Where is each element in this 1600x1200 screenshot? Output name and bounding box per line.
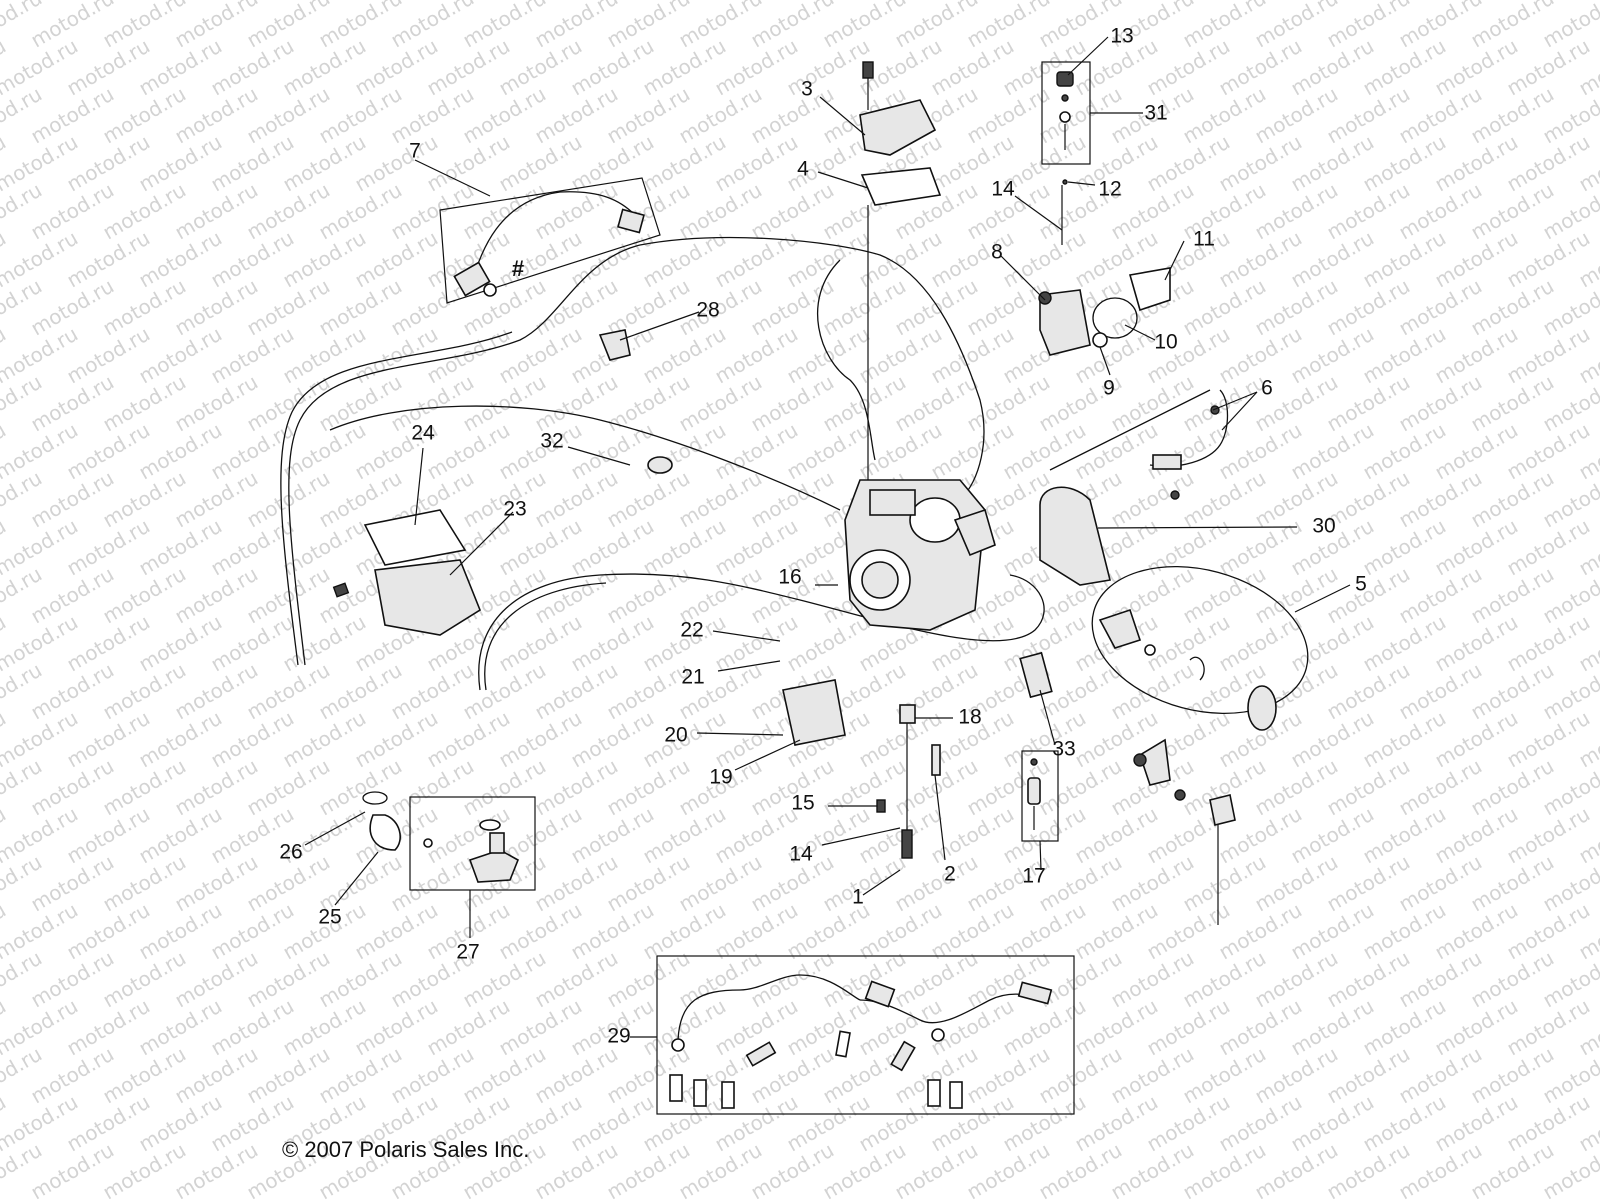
- float-bowl: [332, 509, 481, 636]
- small-parts: [362, 329, 1053, 859]
- inset-box-7: #: [439, 177, 661, 304]
- callout-18: 18: [958, 706, 981, 729]
- callout-17: 17: [1022, 865, 1045, 888]
- callout-10: 10: [1154, 331, 1177, 354]
- watermark-text: motod.ru: [1575, 0, 1600, 4]
- inset-box-27: [409, 796, 536, 891]
- callout-29: 29: [607, 1025, 630, 1048]
- throttle-shaft-assembly: [1091, 565, 1309, 731]
- callout-22: 22: [680, 619, 703, 642]
- hash-mark: #: [512, 256, 524, 281]
- throttle-linkage: [1133, 738, 1236, 925]
- callout-32: 32: [540, 430, 563, 453]
- callout-8: 8: [991, 241, 1003, 264]
- callout-25: 25: [318, 906, 341, 929]
- callout-7: 7: [409, 140, 421, 163]
- callout-15: 15: [791, 792, 814, 815]
- callout-31: 31: [1144, 102, 1167, 125]
- vent-hoses: [280, 236, 1211, 691]
- throttle-position-sensor: [1039, 389, 1229, 586]
- callout-21: 21: [681, 666, 704, 689]
- copyright-notice: © 2007 Polaris Sales Inc.: [282, 1137, 530, 1162]
- callout-13: 13: [1110, 25, 1133, 48]
- callout-33: 33: [1052, 738, 1075, 761]
- callout-3: 3: [801, 78, 813, 101]
- callout-23: 23: [503, 498, 526, 521]
- callout-9: 9: [1103, 377, 1115, 400]
- callout-20: 20: [664, 724, 687, 747]
- callout-labels: 1 2 3 4 5 6 7 8 9 10 11 12 13 14 14 15 1…: [279, 25, 1367, 1048]
- leader-lines: [304, 36, 1351, 1038]
- callout-11: 11: [1193, 228, 1215, 251]
- callout-26: 26: [279, 841, 302, 864]
- callout-14-bottom: 14: [789, 843, 813, 866]
- inset-box-29: [656, 955, 1075, 1115]
- callout-6: 6: [1261, 377, 1273, 400]
- callout-30: 30: [1312, 515, 1335, 538]
- callout-14-top: 14: [991, 178, 1015, 201]
- carburetor-body: [844, 479, 996, 631]
- callout-12: 12: [1098, 178, 1121, 201]
- top-cover: [859, 61, 942, 480]
- accelerator-pump: [1038, 179, 1171, 356]
- callout-2: 2: [944, 863, 956, 886]
- callout-16: 16: [778, 566, 801, 589]
- callout-28: 28: [696, 299, 719, 322]
- callout-1: 1: [852, 886, 864, 909]
- callout-27: 27: [456, 941, 479, 964]
- callout-19: 19: [709, 766, 732, 789]
- callout-5: 5: [1355, 573, 1367, 596]
- callout-24: 24: [411, 422, 435, 445]
- callout-4: 4: [797, 158, 809, 181]
